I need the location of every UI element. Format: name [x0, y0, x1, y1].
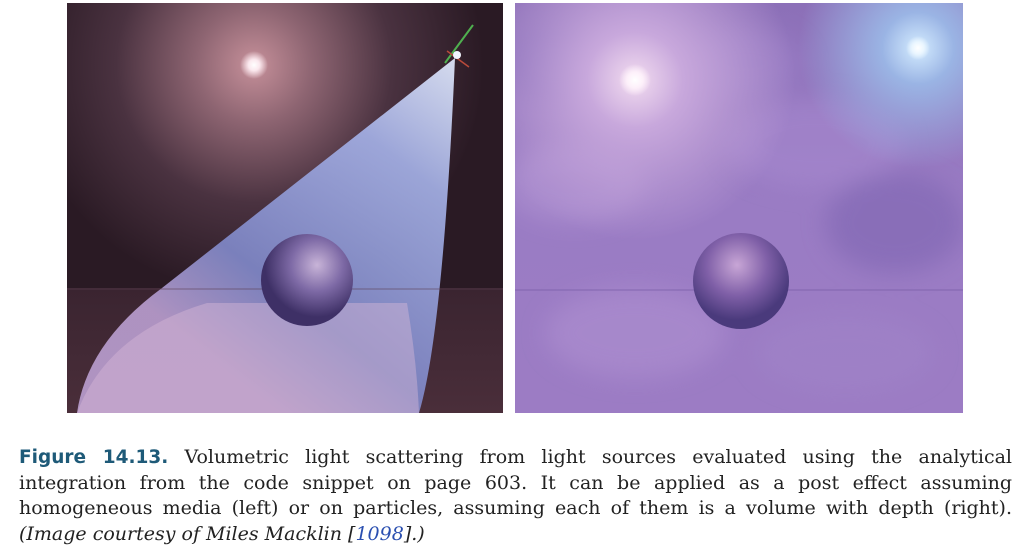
image-credit: (Image courtesy of Miles Macklin [1098].… — [19, 523, 425, 545]
left-render-svg — [67, 3, 503, 413]
figure-label: Figure 14.13. — [19, 447, 169, 468]
citation-link[interactable]: 1098 — [355, 522, 404, 545]
left-render-image — [67, 3, 503, 413]
caption-text: Volumetric light scattering from light s… — [19, 446, 1012, 519]
right-render-svg — [515, 3, 963, 413]
figure-caption: Figure 14.13. Volumetric light scatterin… — [19, 445, 1012, 547]
credit-prefix: (Image courtesy of Miles Macklin [ — [19, 522, 356, 545]
credit-suffix: ].) — [403, 522, 425, 545]
right-render-image — [515, 3, 963, 413]
light-gizmo — [444, 24, 474, 68]
